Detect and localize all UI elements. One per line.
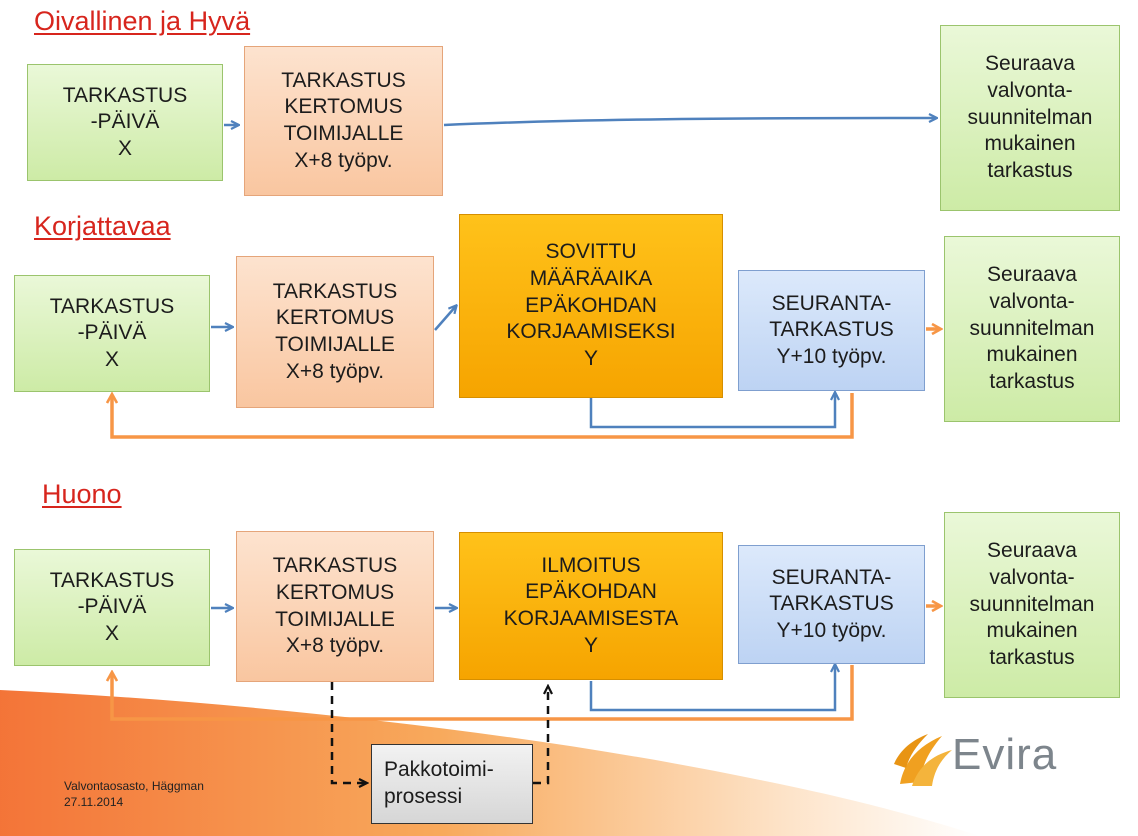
heading-bad: Huono (42, 479, 122, 509)
next-inspection-box-row3: Seuraava valvonta- suunnitelman mukainen… (944, 512, 1120, 698)
heading-fix: Korjattavaa (34, 211, 171, 241)
arrow-enforcement-to-notice (533, 687, 548, 785)
notice-box: ILMOITUS EPÄKOHDAN KORJAAMISESTA Y (459, 532, 723, 680)
arrow-report-to-enforcement (330, 682, 366, 783)
evira-logo: Evira (890, 722, 1120, 802)
inspection-day-box-row2: TARKASTUS -PÄIVÄ X (14, 275, 210, 392)
report-box-row3: TARKASTUS KERTOMUS TOIMIJALLE X+8 työpv. (236, 531, 434, 682)
agreed-deadline-box: SOVITTU MÄÄRÄAIKA EPÄKOHDAN KORJAAMISEKS… (459, 214, 723, 398)
next-inspection-box-row2: Seuraava valvonta- suunnitelman mukainen… (944, 236, 1120, 422)
footer-credit: Valvontaosasto, Häggman 27.11.2014 (64, 779, 204, 810)
heading-good: Oivallinen ja Hyvä (34, 6, 251, 36)
followup-inspection-box: SEURANTA- TARKASTUS Y+10 työpv. (738, 270, 925, 391)
followup-inspection-box-row3: SEURANTA- TARKASTUS Y+10 työpv. (738, 545, 925, 664)
evira-logo-text: Evira (952, 730, 1058, 779)
enforcement-process-box: Pakkotoimi- prosessi (371, 744, 533, 824)
inspection-day-box: TARKASTUS -PÄIVÄ X (27, 64, 223, 181)
inspection-day-box-row3: TARKASTUS -PÄIVÄ X (14, 549, 210, 666)
arrow-r2-report-to-deadline (434, 306, 456, 331)
report-box: TARKASTUS KERTOMUS TOIMIJALLE X+8 työpv. (244, 46, 443, 196)
arrow-r1-report-to-next (443, 118, 936, 127)
next-inspection-box: Seuraava valvonta- suunnitelman mukainen… (940, 25, 1120, 211)
arrow-r3-notice-to-followup (589, 665, 835, 712)
arrow-r2-deadline-to-followup (589, 393, 835, 429)
arrow-r3-back-to-day (112, 665, 854, 721)
report-box-row2: TARKASTUS KERTOMUS TOIMIJALLE X+8 työpv. (236, 256, 434, 408)
arrow-r2-back-to-day (112, 393, 854, 439)
evira-leaf-icon (894, 734, 952, 786)
